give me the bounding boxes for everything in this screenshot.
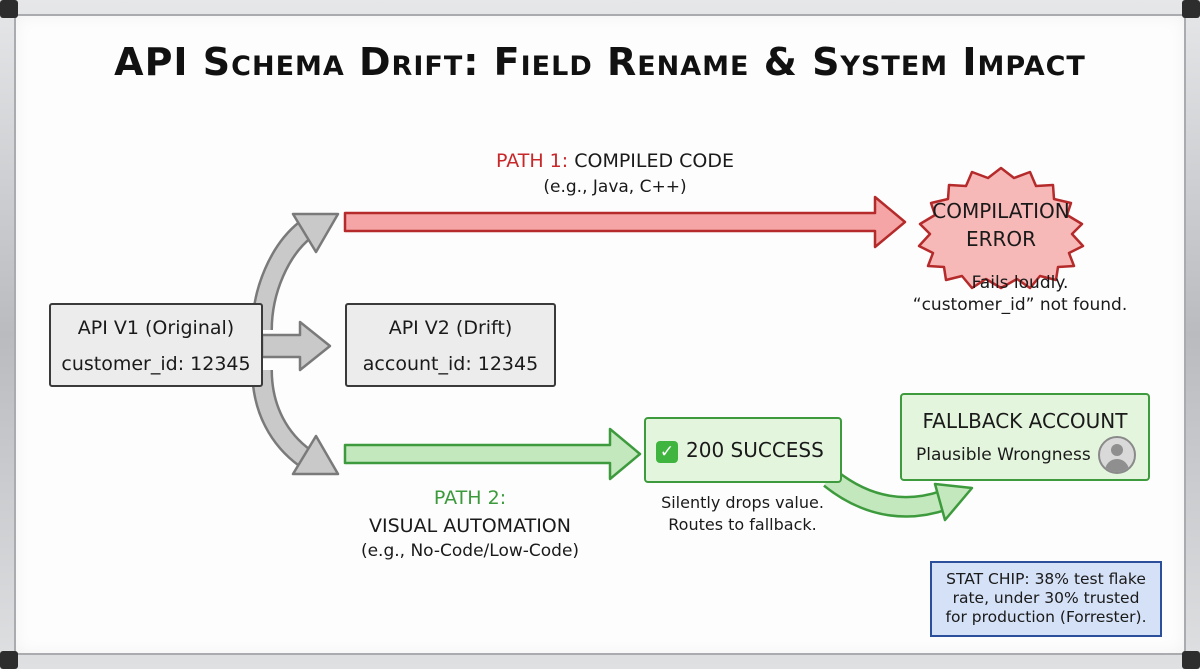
frame-corner bbox=[1182, 0, 1200, 18]
compilation-error-label: COMPILATION ERROR bbox=[932, 199, 1070, 251]
path2-label: VISUAL AUTOMATION bbox=[369, 515, 571, 537]
compilation-error-note: Fails loudly. “customer_id” not found. bbox=[912, 273, 1128, 315]
path1-arrow bbox=[343, 195, 907, 249]
fallback-account-box: FALLBACK ACCOUNT Plausible Wrongness bbox=[900, 393, 1150, 481]
api-v2-field: account_id: 12345 bbox=[362, 353, 539, 375]
fallback-label: FALLBACK ACCOUNT bbox=[922, 409, 1128, 433]
path1-label: COMPILED CODE bbox=[574, 150, 735, 172]
to-v2-arrow bbox=[260, 320, 332, 372]
api-v2-label: API V2 (Drift) bbox=[388, 317, 513, 339]
frame-corner bbox=[0, 0, 18, 18]
success-box: ✓ 200 SUCCESS bbox=[644, 417, 842, 483]
compilation-error-burst bbox=[917, 166, 1085, 290]
user-avatar-icon bbox=[1098, 436, 1136, 474]
stat-chip: STAT CHIP: 38% test flake rate, under 30… bbox=[930, 561, 1162, 637]
path2-example: (e.g., No-Code/Low-Code) bbox=[360, 541, 580, 561]
path2-arrow bbox=[343, 427, 642, 481]
path1-example: (e.g., Java, C++) bbox=[543, 177, 687, 197]
path1-title: PATH 1: COMPILED CODE bbox=[410, 150, 820, 172]
check-mark-icon: ✓ bbox=[656, 440, 678, 463]
api-v1-box: API V1 (Original) customer_id: 12345 bbox=[49, 303, 263, 387]
api-v2-box: API V2 (Drift) account_id: 12345 bbox=[345, 303, 556, 387]
path1-prefix: PATH 1: bbox=[495, 150, 569, 172]
success-label: 200 SUCCESS bbox=[686, 438, 824, 462]
frame-corner bbox=[1182, 651, 1200, 669]
diagram-title: API Schema Drift: Field Rename & System … bbox=[114, 40, 1086, 84]
path2-title: PATH 2: VISUAL AUTOMATION bbox=[340, 484, 600, 540]
fallback-sublabel: Plausible Wrongness bbox=[916, 445, 1091, 465]
path2-prefix: PATH 2: bbox=[433, 487, 507, 509]
success-note: Silently drops value. Routes to fallback… bbox=[661, 493, 824, 534]
api-v1-field: customer_id: 12345 bbox=[61, 353, 251, 375]
frame-corner bbox=[0, 651, 18, 669]
api-v1-label: API V1 (Original) bbox=[77, 317, 235, 339]
